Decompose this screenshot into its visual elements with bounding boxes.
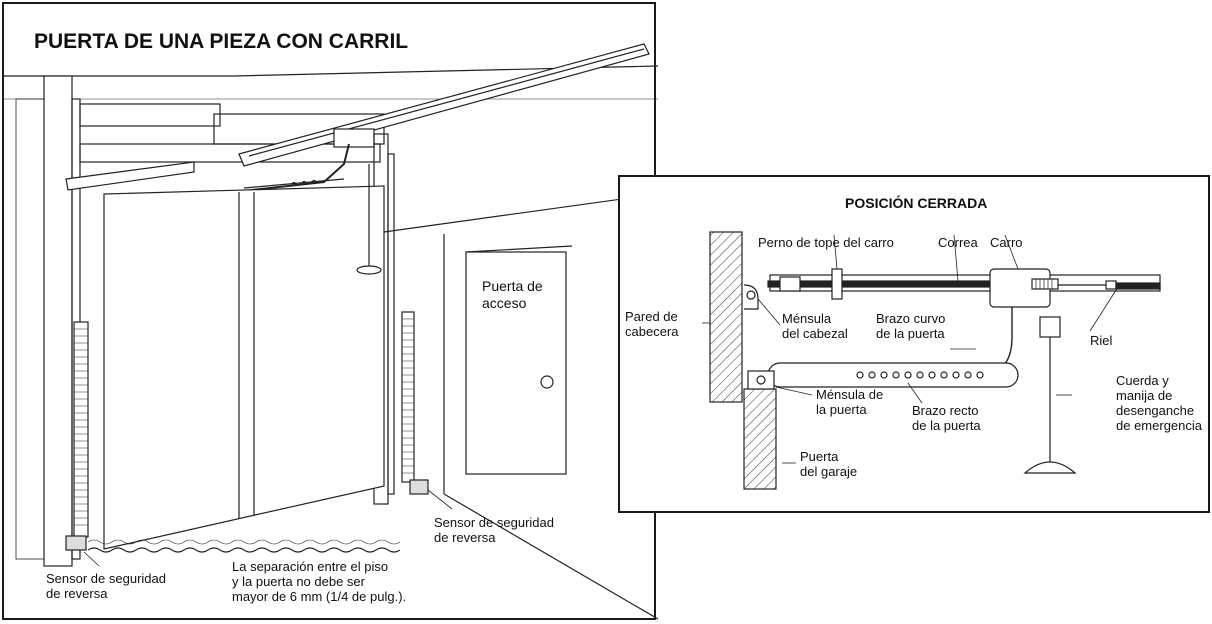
belt-label: Correa bbox=[938, 235, 978, 250]
main-title: PUERTA DE UNA PIEZA CON CARRIL bbox=[34, 30, 409, 53]
sensor-left-label-line-2: de reversa bbox=[46, 586, 108, 601]
access-door-label-line-1: Puerta de bbox=[482, 278, 543, 294]
door-bracket-label: Ménsula de la puerta bbox=[816, 387, 883, 417]
header-wall-label: Pared de cabecera bbox=[625, 309, 678, 339]
sensor-right-label-line-2: de reversa bbox=[434, 530, 496, 545]
gap-note-line-1: La separación entre el piso bbox=[232, 559, 389, 574]
header-bracket-label-line-2: del cabezal bbox=[782, 326, 848, 341]
trolley-label: Carro bbox=[990, 235, 1023, 250]
door-bracket-label-line-2: la puerta bbox=[816, 402, 867, 417]
straight-arm-label-line-1: Brazo recto bbox=[912, 403, 979, 418]
emergency-release-label-line-1: Cuerda y bbox=[1116, 373, 1169, 388]
curved-arm-label-line-2: de la puerta bbox=[876, 326, 945, 341]
sensor-left-label: Sensor de seguridad de reversa bbox=[46, 571, 166, 601]
rail-label: Riel bbox=[1090, 333, 1113, 348]
sensor-left-label-line-1: Sensor de seguridad bbox=[46, 571, 166, 586]
door-bracket-label-line-1: Ménsula de bbox=[816, 387, 884, 402]
garage-door-label: Puerta del garaje bbox=[800, 449, 857, 479]
sensor-right-label-line-1: Sensor de seguridad bbox=[434, 515, 554, 530]
main-illustration-panel: PUERTA DE UNA PIEZA CON CARRIL Puerta de… bbox=[2, 2, 658, 620]
header-wall-label-line-2: cabecera bbox=[625, 324, 679, 339]
emergency-release-label-line-4: de emergencia bbox=[1116, 418, 1202, 433]
header-bracket-label: Ménsula del cabezal bbox=[782, 311, 848, 341]
gap-note-line-2: y la puerta no debe ser bbox=[232, 574, 365, 589]
emergency-release-label: Cuerda y manija de desenganche de emerge… bbox=[1116, 373, 1202, 433]
curved-arm-label: Brazo curvo de la puerta bbox=[876, 311, 945, 341]
straight-arm-label-line-2: de la puerta bbox=[912, 418, 981, 433]
garage-door-label-line-2: del garaje bbox=[800, 464, 858, 479]
curved-arm-label-line-1: Brazo curvo bbox=[876, 311, 946, 326]
garage-door-label-line-1: Puerta bbox=[800, 449, 839, 464]
emergency-release-label-line-2: manija de bbox=[1116, 388, 1173, 403]
straight-arm-label: Brazo recto de la puerta bbox=[912, 403, 981, 433]
closed-position-inset: POSICIÓN CERRADA Perno de tope del carro… bbox=[618, 175, 1210, 513]
header-wall-label-line-1: Pared de bbox=[625, 309, 678, 324]
trolley-stop-label: Perno de tope del carro bbox=[758, 235, 894, 250]
access-door-label-line-2: acceso bbox=[482, 295, 527, 311]
header-bracket-label-line-1: Ménsula bbox=[782, 311, 832, 326]
gap-note-line-3: mayor de 6 mm (1/4 de pulg.). bbox=[232, 589, 407, 604]
access-door-label: Puerta de acceso bbox=[482, 278, 543, 312]
inset-title: POSICIÓN CERRADA bbox=[845, 195, 988, 211]
emergency-release-label-line-3: desenganche bbox=[1116, 403, 1195, 418]
garage-door-illustration bbox=[4, 43, 658, 620]
closed-position-diagram bbox=[702, 231, 1161, 490]
sensor-right-label: Sensor de seguridad de reversa bbox=[434, 515, 554, 545]
gap-note: La separación entre el piso y la puerta … bbox=[232, 559, 406, 604]
